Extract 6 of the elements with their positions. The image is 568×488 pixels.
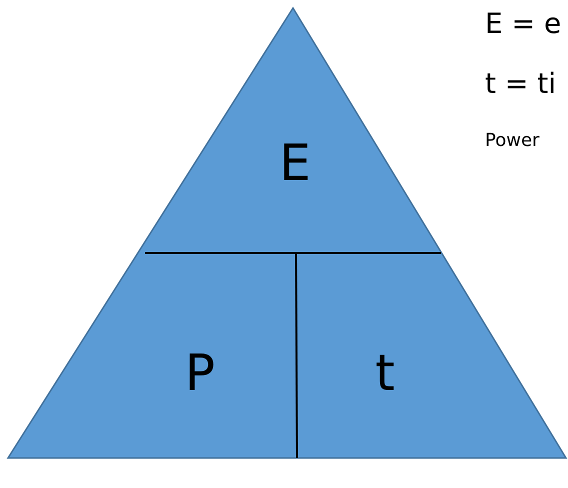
legend-text: t = ti xyxy=(485,70,556,98)
section-letter: t xyxy=(375,348,395,398)
section-letter: P xyxy=(184,348,216,398)
legend-text: E = e xyxy=(485,10,562,38)
section-letter: E xyxy=(279,138,311,188)
legend-text: Power xyxy=(485,132,540,150)
